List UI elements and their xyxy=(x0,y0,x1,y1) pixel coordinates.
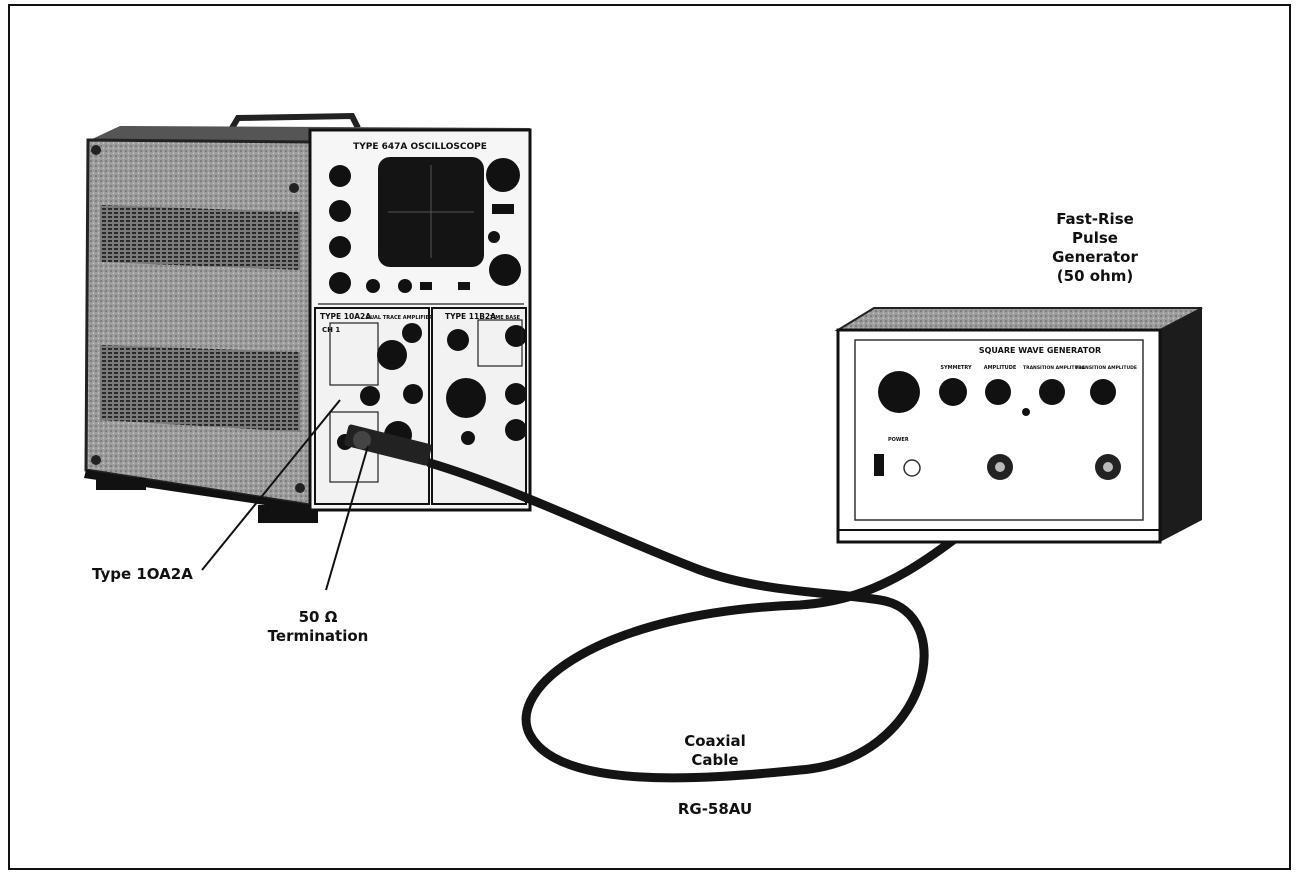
pulse-generator-label-line: Fast-Rise xyxy=(1056,210,1134,228)
time-base-knob[interactable] xyxy=(505,383,527,405)
cable-label-line: Cable xyxy=(691,751,739,769)
symmetry-knob[interactable] xyxy=(939,378,967,406)
transition-amplitude-label: TRANSITION AMPLITUDE xyxy=(1023,365,1085,371)
small-control[interactable] xyxy=(366,279,380,293)
generator-side xyxy=(1160,308,1202,542)
right-switch[interactable] xyxy=(492,204,514,214)
transition-amplitude-knob-2[interactable] xyxy=(1090,379,1116,405)
left-channel-label: CH 1 xyxy=(322,326,340,334)
time-base-box xyxy=(477,319,523,367)
oscilloscope-side xyxy=(84,138,312,507)
right-plugin-title: TYPE 11B2A xyxy=(445,312,496,321)
power-label: POWER xyxy=(888,437,909,443)
amplitude-label: AMPLITUDE xyxy=(984,365,1017,371)
side-screw xyxy=(295,483,305,493)
leader-termination xyxy=(325,445,369,591)
side-vent-upper xyxy=(100,205,300,270)
small-switch[interactable] xyxy=(420,282,432,290)
left-plugin-title: TYPE 10A2A xyxy=(320,312,371,321)
astigmatism-knob[interactable] xyxy=(329,236,351,258)
time-base-knob[interactable] xyxy=(505,419,527,441)
pulse-generator-label-line: (50 ohm) xyxy=(1056,267,1134,285)
side-screw xyxy=(91,145,101,155)
small-control[interactable] xyxy=(398,279,412,293)
termination-word: Termination xyxy=(267,627,369,645)
position-knob[interactable] xyxy=(360,386,380,406)
termination-value: 50 Ω xyxy=(298,608,338,626)
scale-illum-knob[interactable] xyxy=(329,272,351,294)
power-switch[interactable] xyxy=(874,454,884,476)
figure-frame xyxy=(8,4,1291,870)
right-lower-knob[interactable] xyxy=(489,254,521,286)
oscilloscope: TYPE 647A OSCILLOSCOPE TYPE 10A2A DUAL T… xyxy=(84,112,532,523)
output-connector-pin xyxy=(995,462,1005,472)
power-lamp xyxy=(903,459,921,477)
amplifier-label: Type 1OA2A xyxy=(92,565,193,583)
volts-div-knob[interactable] xyxy=(377,340,407,370)
foot xyxy=(96,478,146,490)
trigger-connector-pin xyxy=(1103,462,1113,472)
amplitude-knob[interactable] xyxy=(985,379,1011,405)
transition-amplitude-knob[interactable] xyxy=(1039,379,1065,405)
position-knob[interactable] xyxy=(402,323,422,343)
cable-label: Coaxial Cable xyxy=(660,732,770,770)
cable-label-line: Coaxial xyxy=(684,732,746,750)
right-plugin-desc: TIME BASE xyxy=(490,315,521,321)
time-base-knob[interactable] xyxy=(505,325,527,347)
termination-ring xyxy=(353,431,371,449)
side-screw xyxy=(289,183,299,193)
side-vent-lower xyxy=(100,345,300,432)
symmetry-label: SYMMETRY xyxy=(940,365,972,371)
frequency-dial[interactable] xyxy=(878,371,920,413)
generator-title: SQUARE WAVE GENERATOR xyxy=(979,346,1101,355)
time-div-knob[interactable] xyxy=(446,378,486,418)
intensity-knob[interactable] xyxy=(329,165,351,187)
left-plugin-desc: DUAL TRACE AMPLIFIER xyxy=(366,315,433,321)
cable-type-label: RG-58AU xyxy=(677,800,753,818)
time-base-knob[interactable] xyxy=(461,431,475,445)
cable-body xyxy=(425,458,1015,783)
generator-top xyxy=(834,307,1203,331)
foot xyxy=(258,505,318,523)
pulse-generator-label-line: Generator xyxy=(1052,248,1138,266)
time-base-knob[interactable] xyxy=(447,329,469,351)
side-screw xyxy=(91,455,101,465)
leader-type10a2a xyxy=(201,399,341,571)
small-switch[interactable] xyxy=(458,282,470,290)
oscilloscope-handle xyxy=(229,112,361,130)
oscilloscope-title: TYPE 647A OSCILLOSCOPE xyxy=(353,142,487,152)
right-small-knob[interactable] xyxy=(488,231,500,243)
generator-inner-panel xyxy=(854,339,1144,521)
position-knob[interactable] xyxy=(403,384,423,404)
focus-knob[interactable] xyxy=(329,200,351,222)
pulse-generator-label-line: Pulse xyxy=(1072,229,1118,247)
pulse-generator-label: Fast-Rise Pulse Generator (50 ohm) xyxy=(1010,210,1180,286)
pulse-generator: SQUARE WAVE GENERATOR SYMMETRY AMPLITUDE… xyxy=(834,307,1203,544)
termination-label: 50 Ω Termination xyxy=(258,608,378,646)
transition-amplitude-label-2: TRANSITION AMPLITUDE xyxy=(1075,365,1137,371)
right-large-knob[interactable] xyxy=(486,158,520,192)
small-adjust[interactable] xyxy=(1022,408,1030,416)
